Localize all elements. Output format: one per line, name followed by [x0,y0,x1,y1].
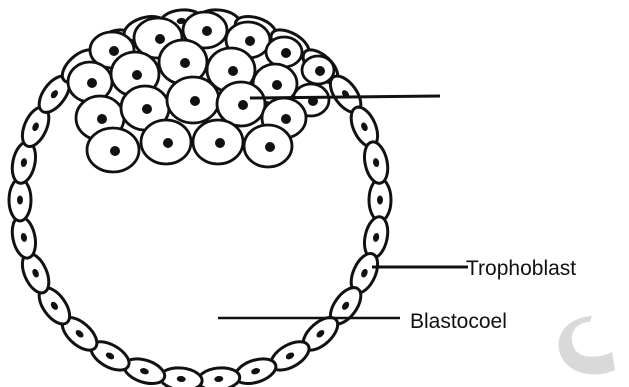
watermark-logo [559,316,615,374]
blastocoel-label: Blastocoel [410,310,507,333]
trophoblast-cell [197,366,241,387]
inner-mass-cell [141,120,191,164]
top-leader-line [250,96,440,98]
inner-mass-cell [244,125,292,167]
trophoblast-cell [9,179,31,221]
inner-mass-cell [302,56,334,84]
trophoblast-cell [369,179,391,221]
inner-mass-cell [87,128,139,172]
inner-mass-cell [167,77,219,123]
inner-mass-cell [266,37,302,67]
inner-mass-cell [193,120,243,164]
trophoblast-label: Trophoblast [466,257,576,280]
